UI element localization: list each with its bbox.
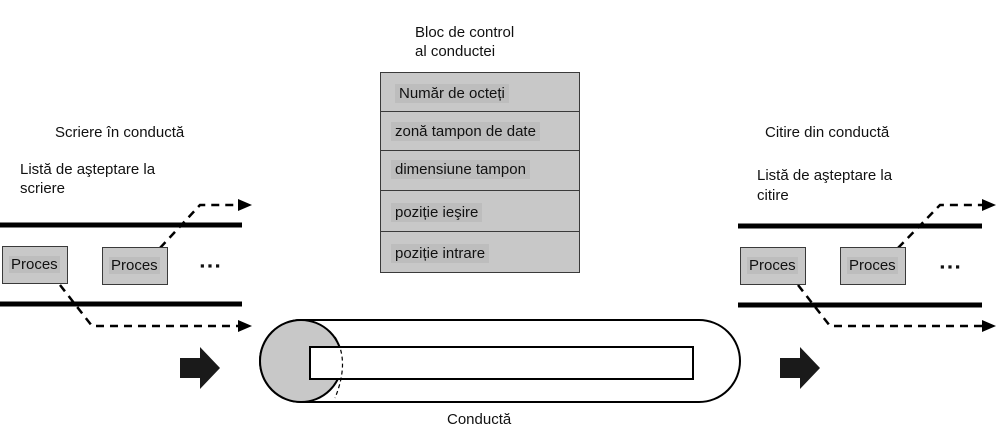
process-label: Proces <box>747 257 798 274</box>
write-queue-process-2: Proces <box>102 247 168 285</box>
read-queue-label-line1: Listă de aşteptare la <box>757 167 893 184</box>
write-queue-ellipsis: ▪▪▪ <box>200 258 223 273</box>
read-upper-dashed-arrow <box>897 199 996 249</box>
read-flow-block-arrow <box>780 347 820 389</box>
pipe-label: Conductă <box>447 411 512 428</box>
control-field-input-position: poziție intrare <box>380 231 580 273</box>
process-label: Proces <box>109 257 160 274</box>
process-label: Proces <box>847 257 898 274</box>
read-queue-ellipsis: ▪▪▪ <box>940 259 963 274</box>
control-field-output-position: poziție ieşire <box>380 190 580 232</box>
control-field-label: poziție intrare <box>391 244 490 263</box>
write-lower-dashed-arrow <box>59 284 252 332</box>
write-queue-process-1: Proces <box>2 246 68 284</box>
control-field-byte-count: Număr de octeți <box>380 72 580 112</box>
control-field-label: Număr de octeți <box>395 84 509 103</box>
write-queue-label-line1: Listă de aşteptare la <box>20 161 156 178</box>
control-block-title-line1: Bloc de control <box>415 24 515 41</box>
pipe-buffer <box>309 346 694 380</box>
control-field-buffer-size: dimensiune tampon <box>380 150 580 191</box>
control-block-title-line2: al conductei <box>415 43 496 60</box>
read-queue-label-line2: citire <box>757 187 789 204</box>
write-upper-dashed-arrow <box>159 199 252 249</box>
control-field-label: dimensiune tampon <box>391 160 530 179</box>
write-flow-block-arrow <box>180 347 220 389</box>
control-field-label: poziție ieşire <box>391 203 483 222</box>
write-queue-label-line2: scriere <box>20 180 66 197</box>
control-field-label: zonă tampon de date <box>391 122 540 141</box>
read-side-title: Citire din conductă <box>765 124 890 141</box>
read-queue-process-2: Proces <box>840 247 906 285</box>
write-side-title: Scriere în conductă <box>55 124 185 141</box>
read-queue-process-1: Proces <box>740 247 806 285</box>
read-lower-dashed-arrow <box>797 284 996 332</box>
pipe-end-hidden-edge <box>334 336 344 399</box>
process-label: Proces <box>9 256 60 273</box>
control-field-data-buffer: zonă tampon de date <box>380 111 580 151</box>
